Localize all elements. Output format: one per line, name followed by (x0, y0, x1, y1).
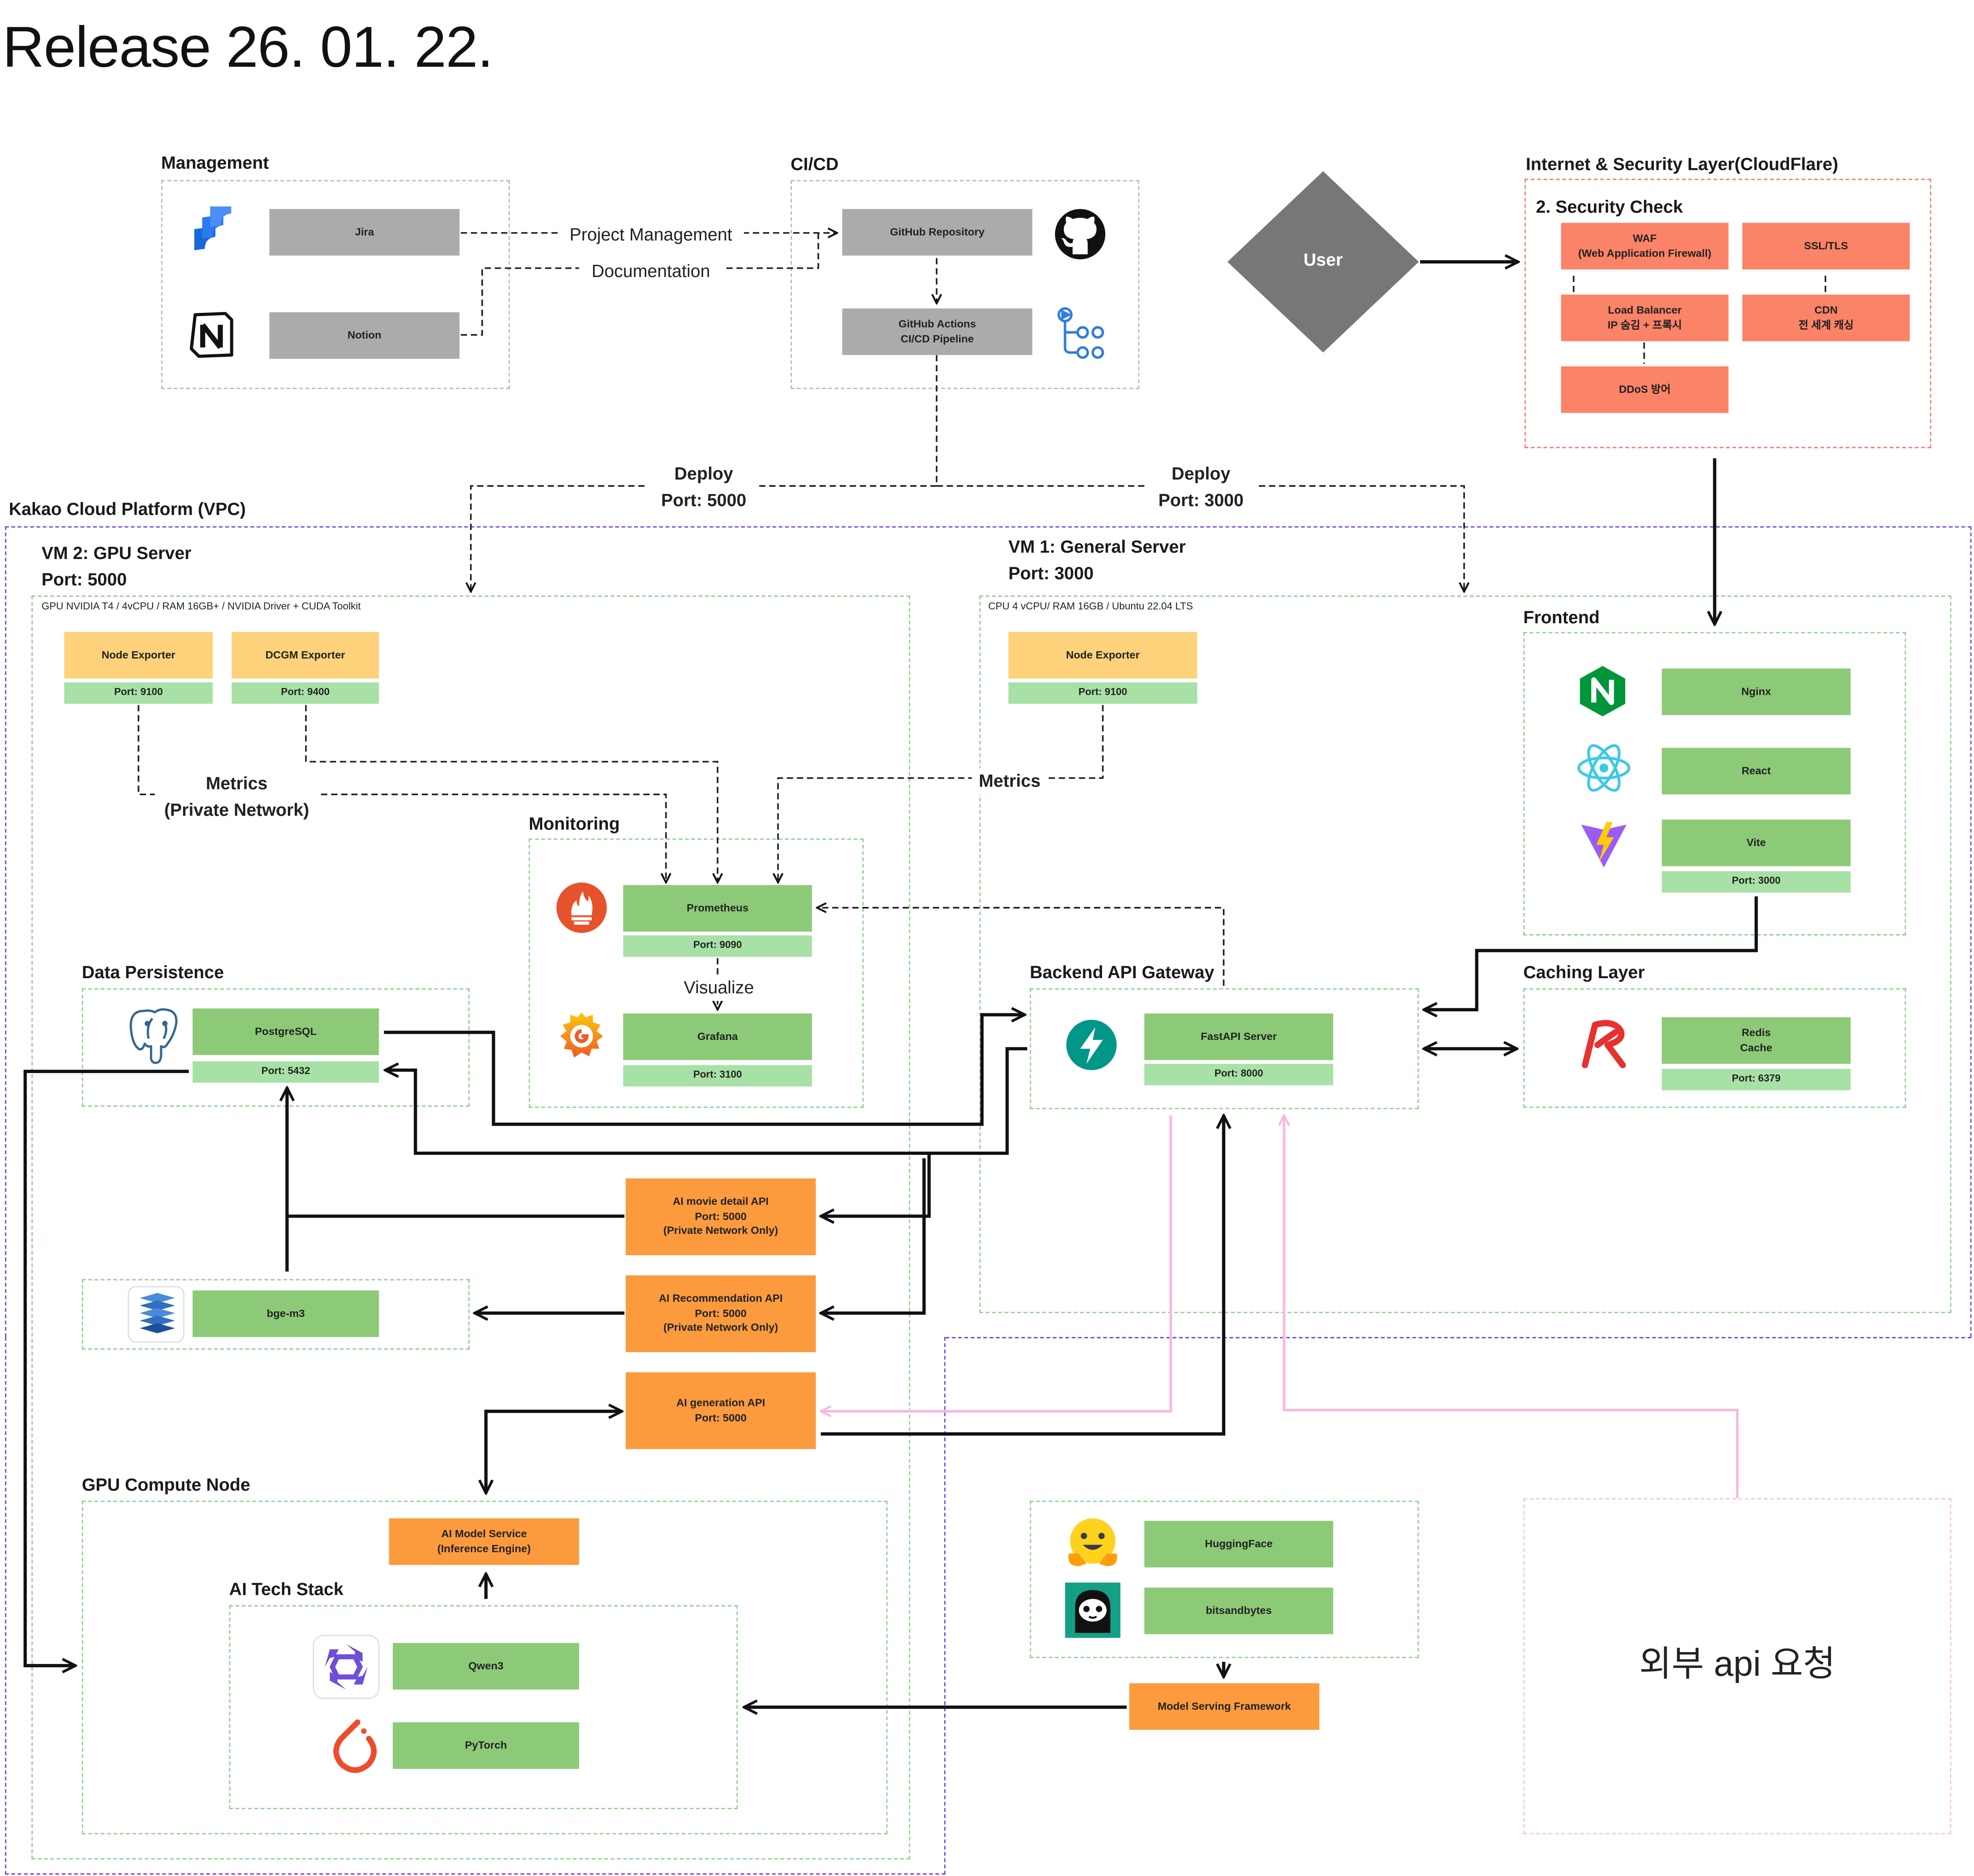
gpu-compute-group (82, 1500, 888, 1835)
edge-label-visualize: Visualize (673, 974, 764, 1001)
security-layer-group (1524, 178, 1931, 448)
postgresql-port: Port: 5432 (193, 1061, 379, 1083)
nginx-icon (1578, 665, 1626, 718)
github-actions-icon (1053, 305, 1108, 360)
edge-label-documentation: Documentation (579, 258, 723, 285)
postgresql-icon (126, 1006, 184, 1066)
ai-tech-stack-group (229, 1605, 738, 1809)
prometheus-port: Port: 9090 (623, 935, 812, 957)
frontend-label: Frontend (1523, 607, 1600, 627)
dcgm-exporter-node[interactable]: DCGM Exporter (232, 632, 379, 679)
edge-label-metrics-private: Metrics (Private Network) (154, 770, 319, 824)
redis-node[interactable]: Redis Cache (1662, 1017, 1851, 1064)
jira-node[interactable]: Jira (269, 209, 460, 256)
kakao-vpc-divider (945, 1337, 1972, 1338)
nginx-node[interactable]: Nginx (1662, 668, 1851, 715)
pytorch-node[interactable]: PyTorch (392, 1722, 579, 1769)
huggingface-icon (1064, 1516, 1122, 1571)
redis-port: Port: 6379 (1662, 1069, 1851, 1090)
edge-label-metrics: Metrics (972, 768, 1048, 795)
fastapi-node[interactable]: FastAPI Server (1144, 1013, 1333, 1060)
bitsandbytes-icon (1065, 1582, 1121, 1638)
ai-tech-stack-label: AI Tech Stack (229, 1579, 344, 1599)
external-api-group (1523, 1498, 1952, 1835)
caching-layer-label: Caching Layer (1523, 962, 1645, 982)
node-exporter-vm2-port: Port: 9100 (64, 682, 213, 704)
node-exporter-vm1-port: Port: 9100 (1008, 682, 1197, 704)
jira-icon (186, 206, 239, 259)
management-label: Management (161, 152, 269, 173)
github-icon (1053, 207, 1108, 262)
node-exporter-vm1-node[interactable]: Node Exporter (1008, 632, 1197, 679)
ai-generation-api-node[interactable]: AI generation API Port: 5000 (625, 1372, 816, 1449)
waf-node[interactable]: WAF (Web Application Firewall) (1561, 223, 1729, 270)
bge-icon (127, 1286, 185, 1344)
security-layer-label: Internet & Security Layer(CloudFlare) (1526, 153, 1839, 174)
grafana-icon (555, 1007, 608, 1063)
prometheus-icon (555, 881, 608, 934)
monitoring-label: Monitoring (529, 813, 620, 834)
redis-icon (1575, 1015, 1633, 1070)
kakao-vpc-label: Kakao Cloud Platform (VPC) (9, 498, 246, 519)
data-persistence-label: Data Persistence (82, 962, 224, 982)
qwen-icon (312, 1634, 381, 1699)
external-api-label: 외부 api 요청 (1639, 1644, 1835, 1683)
fastapi-icon (1065, 1019, 1118, 1071)
grafana-node[interactable]: Grafana (623, 1013, 812, 1060)
load-balancer-node[interactable]: Load Balancer IP 숨김 + 프록시 (1561, 294, 1729, 342)
notion-icon (186, 310, 237, 360)
postgresql-node[interactable]: PostgreSQL (193, 1008, 379, 1055)
cdn-node[interactable]: CDN 전 세계 캐싱 (1742, 294, 1910, 342)
vm2-title: VM 2: GPU Server (41, 542, 192, 563)
qwen3-node[interactable]: Qwen3 (392, 1643, 579, 1690)
grafana-port: Port: 3100 (623, 1065, 812, 1087)
ai-recommendation-api-node[interactable]: AI Recommendation API Port: 5000 (Privat… (625, 1275, 816, 1352)
bge-m3-node[interactable]: bge-m3 (193, 1290, 379, 1337)
backend-gateway-group (1029, 988, 1419, 1109)
page-title: Release 26. 01. 22. (2, 14, 494, 79)
react-node[interactable]: React (1662, 747, 1851, 795)
ddos-node[interactable]: DDoS 방어 (1561, 366, 1729, 413)
security-check-label: 2. Security Check (1536, 196, 1683, 217)
vm1-spec: CPU 4 vCPU/ RAM 16GB / Ubuntu 22.04 LTS (988, 600, 1193, 612)
vm2-spec: GPU NVIDIA T4 / 4vCPU / RAM 16GB+ / NVID… (41, 600, 361, 612)
user-node[interactable] (1227, 171, 1419, 353)
edge-label-project-management: Project Management (558, 221, 744, 248)
ssl-tls-node[interactable]: SSL/TLS (1742, 223, 1910, 270)
prometheus-node[interactable]: Prometheus (623, 885, 812, 932)
kakao-vpc-group-lower (5, 1337, 945, 1875)
cicd-label: CI/CD (791, 153, 839, 174)
vite-icon (1578, 820, 1629, 870)
pytorch-icon (326, 1716, 384, 1779)
gpu-compute-label: GPU Compute Node (82, 1474, 251, 1495)
github-repository-node[interactable]: GitHub Repository (842, 209, 1033, 256)
backend-gateway-label: Backend API Gateway (1029, 962, 1215, 982)
notion-node[interactable]: Notion (269, 312, 460, 359)
user-label: User (1303, 249, 1343, 270)
vite-node[interactable]: Vite (1662, 819, 1851, 866)
fastapi-port: Port: 8000 (1144, 1064, 1333, 1085)
github-actions-node[interactable]: GitHub Actions CI/CD Pipeline (842, 308, 1033, 355)
node-exporter-vm2-node[interactable]: Node Exporter (64, 632, 213, 679)
edge-label-deploy-3000: Deploy Port: 3000 (1145, 460, 1257, 514)
vm1-port: Port: 3000 (1008, 563, 1094, 583)
ai-movie-detail-api-node[interactable]: AI movie detail API Port: 5000 (Private … (625, 1178, 816, 1255)
vm2-port: Port: 5000 (41, 569, 127, 589)
model-libs-group (1029, 1500, 1419, 1658)
model-serving-framework-node[interactable]: Model Serving Framework (1129, 1683, 1320, 1730)
huggingface-node[interactable]: HuggingFace (1144, 1520, 1333, 1568)
bitsandbytes-node[interactable]: bitsandbytes (1144, 1587, 1333, 1634)
vm1-title: VM 1: General Server (1008, 536, 1186, 557)
dcgm-exporter-port: Port: 9400 (232, 682, 379, 704)
ai-model-service-node[interactable]: AI Model Service (Inference Engine) (389, 1518, 579, 1565)
edge-label-deploy-5000: Deploy Port: 5000 (648, 460, 759, 514)
react-icon (1576, 742, 1632, 794)
vite-port: Port: 3000 (1662, 871, 1851, 893)
